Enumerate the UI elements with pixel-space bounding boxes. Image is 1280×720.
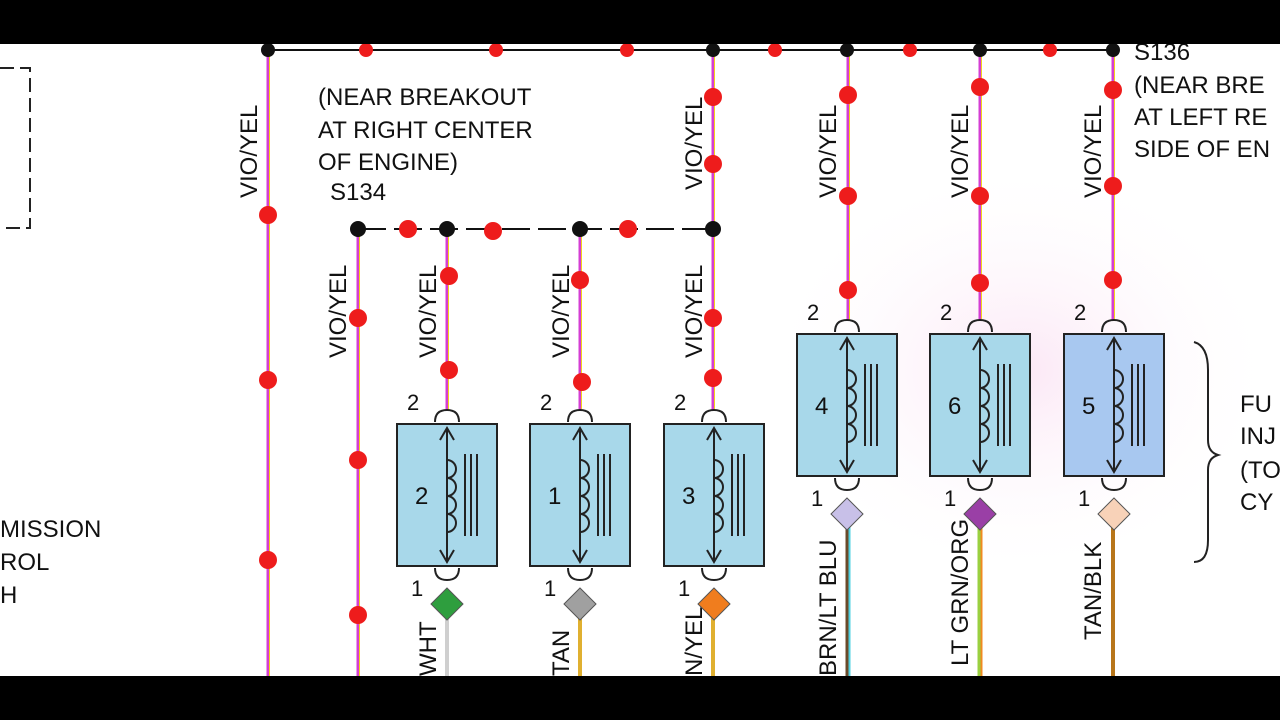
wire-label: BRN/LT BLU — [815, 540, 842, 677]
trace-marker — [430, 587, 464, 621]
wire-label: VIO/YEL — [415, 265, 442, 358]
splice-dots — [261, 44, 1120, 237]
wire-label: TAN — [548, 630, 575, 676]
pin-label: 2 — [1074, 300, 1086, 325]
left-component-label: MISSION ROL H — [0, 516, 101, 609]
wire-label: VIO/YEL — [681, 265, 708, 358]
wire-label: VIO/YEL — [681, 97, 708, 190]
splice-dot — [973, 44, 987, 57]
injector-number: 5 — [1082, 393, 1095, 420]
splice-dot — [706, 44, 720, 57]
injector-number: 4 — [815, 393, 828, 420]
svg-text:FU: FU — [1240, 391, 1272, 418]
pin-label: 1 — [411, 576, 423, 601]
splice-dot — [572, 221, 588, 237]
pin-label: 1 — [944, 486, 956, 511]
trace-dots — [259, 44, 1122, 624]
injector-2: 2 2 1 — [396, 390, 498, 621]
injector-number: 3 — [682, 483, 695, 510]
wire-label: N/YEL — [681, 607, 708, 676]
pin-label: 1 — [678, 576, 690, 601]
s136-label: S136 — [1134, 44, 1190, 66]
svg-text:(NEAR BRE: (NEAR BRE — [1134, 72, 1265, 99]
injector-5: 5 2 1 — [1063, 300, 1165, 531]
wire-label: VIO/YEL — [815, 105, 842, 198]
wire-label: VIO/YEL — [947, 105, 974, 198]
svg-text:(TO: (TO — [1240, 457, 1280, 484]
injector-1: 1 2 1 — [529, 390, 631, 621]
splice-dot — [439, 221, 455, 237]
pin-label: 2 — [540, 390, 552, 415]
letterbox-bottom — [0, 676, 1280, 720]
splice-dot — [1106, 44, 1120, 57]
svg-text:(NEAR BREAKOUT: (NEAR BREAKOUT — [318, 84, 532, 111]
wire-label: VIO/YEL — [548, 265, 575, 358]
coil — [446, 459, 457, 533]
svg-text:MISSION: MISSION — [0, 516, 101, 543]
svg-text:AT LEFT RE: AT LEFT RE — [1134, 104, 1267, 131]
injector-number: 6 — [948, 393, 961, 420]
trace-marker — [1097, 497, 1131, 531]
svg-text:CY: CY — [1240, 489, 1273, 516]
coil — [1113, 369, 1124, 443]
s134-note: (NEAR BREAKOUT AT RIGHT CENTER OF ENGINE… — [318, 84, 533, 206]
injector-6: 6 2 1 — [929, 300, 1031, 531]
splice-dot — [840, 44, 854, 57]
pin-label: 1 — [1078, 486, 1090, 511]
trace-marker — [830, 497, 864, 531]
fuel-injectors-group-label: FU INJ (TO CY — [1193, 341, 1280, 563]
svg-text:H: H — [0, 582, 17, 609]
coil — [713, 459, 724, 533]
injector-number: 1 — [548, 483, 561, 510]
wire-label: VIO/YEL — [1080, 105, 1107, 198]
splice-dot — [350, 221, 366, 237]
splice-dot — [261, 44, 275, 57]
injector-3: 3 2 1 — [663, 390, 765, 621]
injector-4: 4 2 1 — [796, 300, 898, 531]
svg-text:ROL: ROL — [0, 549, 49, 576]
coil — [846, 369, 857, 443]
s134-label: S134 — [330, 179, 386, 206]
pin-label: 2 — [807, 300, 819, 325]
svg-text:AT RIGHT CENTER: AT RIGHT CENTER — [318, 117, 533, 144]
wiring-diagram: VIO/YEL VIO/YEL VIO/YEL VIO/YEL VIO/YEL … — [0, 44, 1280, 676]
pin-label: 1 — [811, 486, 823, 511]
wire-label: LT GRN/ORG — [947, 519, 974, 666]
left-component-outline — [0, 67, 31, 229]
pin-label: 1 — [544, 576, 556, 601]
pin-label: 2 — [407, 390, 419, 415]
coil — [979, 369, 990, 443]
trace-marker — [963, 497, 997, 531]
trace-marker — [563, 587, 597, 621]
injector-number: 2 — [415, 483, 428, 510]
wire-label: VIO/YEL — [236, 105, 263, 198]
wire-label: WHT — [415, 621, 442, 676]
svg-text:SIDE OF EN: SIDE OF EN — [1134, 136, 1270, 163]
pin-label: 2 — [940, 300, 952, 325]
coil — [579, 459, 590, 533]
wire-label: VIO/YEL — [325, 265, 352, 358]
wire-label: TAN/BLK — [1080, 542, 1107, 640]
svg-text:OF ENGINE): OF ENGINE) — [318, 149, 458, 176]
letterbox-top — [0, 0, 1280, 44]
splice-dot — [705, 221, 721, 237]
svg-text:INJ: INJ — [1240, 423, 1276, 450]
pin-label: 2 — [674, 390, 686, 415]
s136-note: S136 (NEAR BRE AT LEFT RE SIDE OF EN — [1134, 44, 1270, 163]
fuel-injectors: 2 2 1 1 2 1 3 2 1 4 2 1 6 2 1 5 2 1 — [396, 300, 1165, 621]
trace-marker — [697, 587, 731, 621]
